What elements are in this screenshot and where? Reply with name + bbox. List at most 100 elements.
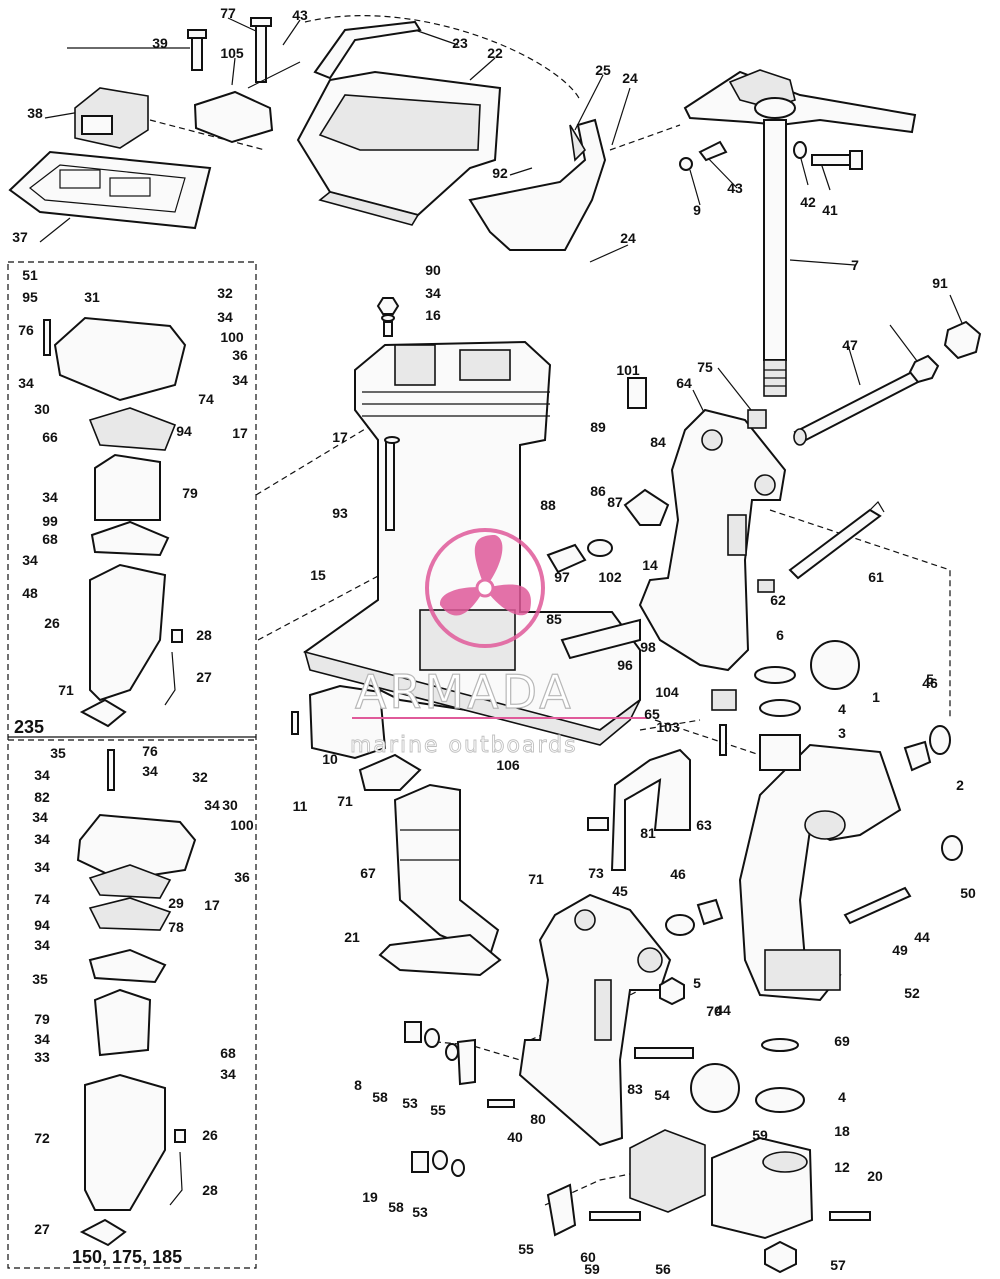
part-callout-71: 71 [528,871,544,887]
part-callout-6: 6 [776,627,784,643]
top-left-parts [8,17,301,230]
part-callout-48: 48 [22,585,38,601]
part-callout-63: 63 [696,817,712,833]
part-callout-100: 100 [230,817,254,833]
lower-right-parts [629,640,871,1274]
part-callout-75: 75 [697,359,713,375]
part-callout-94: 94 [34,917,50,933]
part-callout-7: 7 [851,257,859,273]
part-callout-44: 44 [715,1002,731,1018]
part-callout-50: 50 [960,885,976,901]
part-callout-13: 13 [0,0,8,3]
part-callout-34: 34 [42,489,58,505]
inset-lower-parts [76,749,197,1247]
part-callout-3: 3 [838,725,846,741]
part-callout-84: 84 [650,434,666,450]
part-callout-2: 2 [956,777,964,793]
inset-frames: 235 150, 175, 185 [7,261,257,1269]
part-callout-34: 34 [34,937,50,953]
part-callout-62: 62 [770,592,786,608]
part-callout-95: 95 [22,289,38,305]
part-callout-85: 85 [546,611,562,627]
part-callout-34: 34 [217,309,233,325]
part-callout-78: 78 [168,919,184,935]
propeller-logo-icon [425,528,545,648]
part-callout-49: 49 [892,942,908,958]
part-callout-56: 56 [655,1261,671,1277]
part-callout-71: 71 [337,793,353,809]
part-callout-43: 43 [292,7,308,23]
part-callout-32: 32 [192,769,208,785]
part-callout-35: 35 [50,745,66,761]
part-callout-68: 68 [220,1045,236,1061]
part-callout-40: 40 [507,1129,523,1145]
part-callout-37: 37 [12,229,28,245]
part-callout-68: 68 [42,531,58,547]
swivel-bracket [738,666,963,1002]
steering-arm [679,69,917,397]
right-side-parts [747,320,982,593]
part-callout-36: 36 [234,869,250,885]
part-callout-97: 97 [554,569,570,585]
part-callout-93: 93 [332,505,348,521]
part-callout-52: 52 [904,985,920,1001]
part-callout-34: 34 [220,1066,236,1082]
part-callout-34: 34 [22,552,38,568]
part-callout-5: 5 [693,975,701,991]
part-callout-28: 28 [196,627,212,643]
part-callout-58: 58 [388,1199,404,1215]
part-callout-23: 23 [452,35,468,51]
part-callout-34: 34 [425,285,441,301]
part-callout-20: 20 [867,1168,883,1184]
part-callout-98: 98 [640,639,656,655]
part-callout-67: 67 [360,865,376,881]
part-callout-64: 64 [676,375,692,391]
part-callout-10: 10 [322,751,338,767]
part-callout-105: 105 [220,45,244,61]
part-callout-34: 34 [204,797,220,813]
part-callout-76: 76 [18,322,34,338]
part-callout-31: 31 [84,289,100,305]
part-callout-94: 94 [176,423,192,439]
part-callout-91: 91 [932,275,948,291]
part-callout-65: 65 [644,706,660,722]
part-callout-29: 29 [168,895,184,911]
part-callout-26: 26 [44,615,60,631]
part-callout-32: 32 [217,285,233,301]
part-callout-34: 34 [34,859,50,875]
watermark-brand: ARMADA [355,665,574,719]
part-callout-44: 44 [914,929,930,945]
part-callout-34: 34 [34,767,50,783]
inset-label-235: 235 [14,717,44,737]
part-callout-11: 11 [293,798,308,814]
part-callout-17: 17 [232,425,248,441]
part-callout-24: 24 [622,70,638,86]
part-callout-104: 104 [655,684,679,700]
part-callout-34: 34 [34,1031,50,1047]
part-callout-103: 103 [656,719,680,735]
part-callout-25: 25 [595,62,611,78]
part-callout-28: 28 [202,1182,218,1198]
part-callout-27: 27 [196,669,212,685]
part-callout-61: 61 [868,569,884,585]
part-callout-8: 8 [354,1077,362,1093]
part-callout-15: 15 [310,567,326,583]
part-callout-34: 34 [34,831,50,847]
part-callout-53: 53 [412,1204,428,1220]
part-callout-82: 82 [34,789,50,805]
part-callout-18: 18 [834,1123,850,1139]
watermark-subtitle: marine outboards [350,733,578,758]
part-callout-66: 66 [42,429,58,445]
part-callout-34: 34 [142,763,158,779]
part-callout-1: 1 [872,689,880,705]
part-callout-76: 76 [142,743,158,759]
part-callout-34: 34 [32,809,48,825]
part-callout-86: 86 [590,483,606,499]
part-callout-102: 102 [598,569,622,585]
inset-label-150-175-185: 150, 175, 185 [72,1247,182,1267]
part-callout-59: 59 [752,1127,768,1143]
part-callout-106: 106 [496,757,520,773]
part-callout-5: 5 [926,671,934,687]
